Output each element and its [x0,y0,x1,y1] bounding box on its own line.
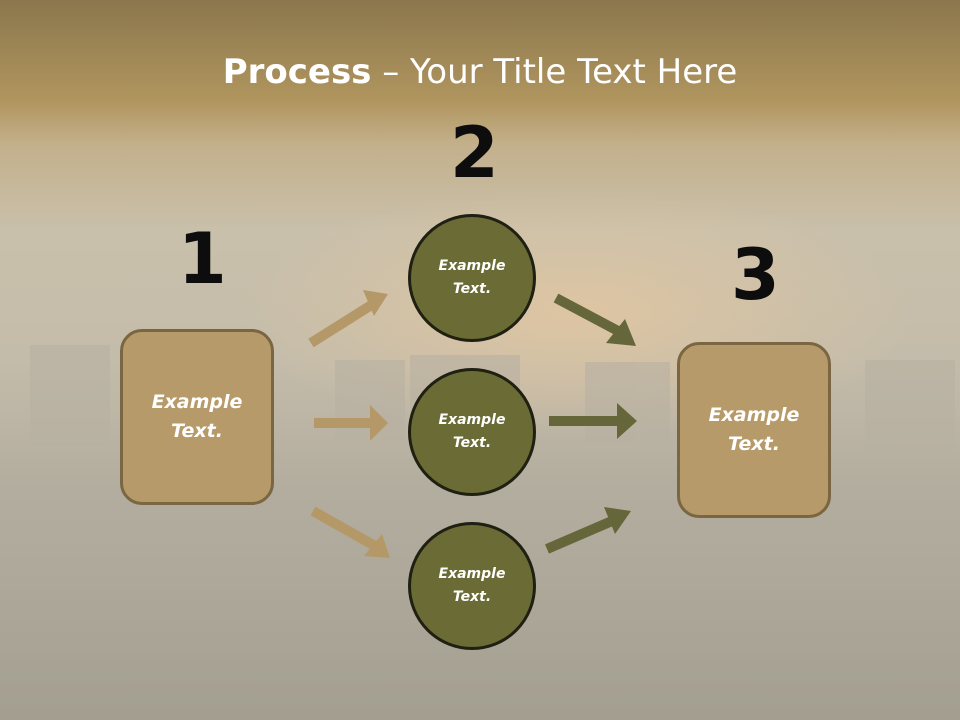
arrow-to-middle-circle [314,405,388,441]
arrow-to-top-circle [308,290,388,348]
step-number-1: 1 [178,218,227,300]
circle-middle-text: Example Text. [438,412,506,451]
title-rest: – Your Title Text Here [371,52,738,92]
circle-bottom-text: Example Text. [438,566,506,605]
step-1-box: Example Text. [120,329,274,505]
tan-arrows [308,290,390,558]
title-bold: Process [222,52,372,92]
arrow-from-top-circle [553,293,636,346]
arrow-from-middle-circle [549,403,637,439]
step-number-3: 3 [731,234,780,316]
step-2-circle-bottom: Example Text. [408,522,536,650]
step-2-circle-middle: Example Text. [408,368,536,496]
step-3-box-text: Example Text. [708,404,800,455]
arrow-from-bottom-circle [545,507,631,554]
step-2-circle-top: Example Text. [408,214,536,342]
step-number-2: 2 [450,112,499,194]
olive-arrows [545,293,637,554]
step-1-box-text: Example Text. [151,391,243,442]
slide-title: Process – Your Title Text Here [0,52,960,92]
arrow-to-bottom-circle [310,506,390,558]
circle-top-text: Example Text. [438,258,506,297]
step-3-box: Example Text. [677,342,831,518]
